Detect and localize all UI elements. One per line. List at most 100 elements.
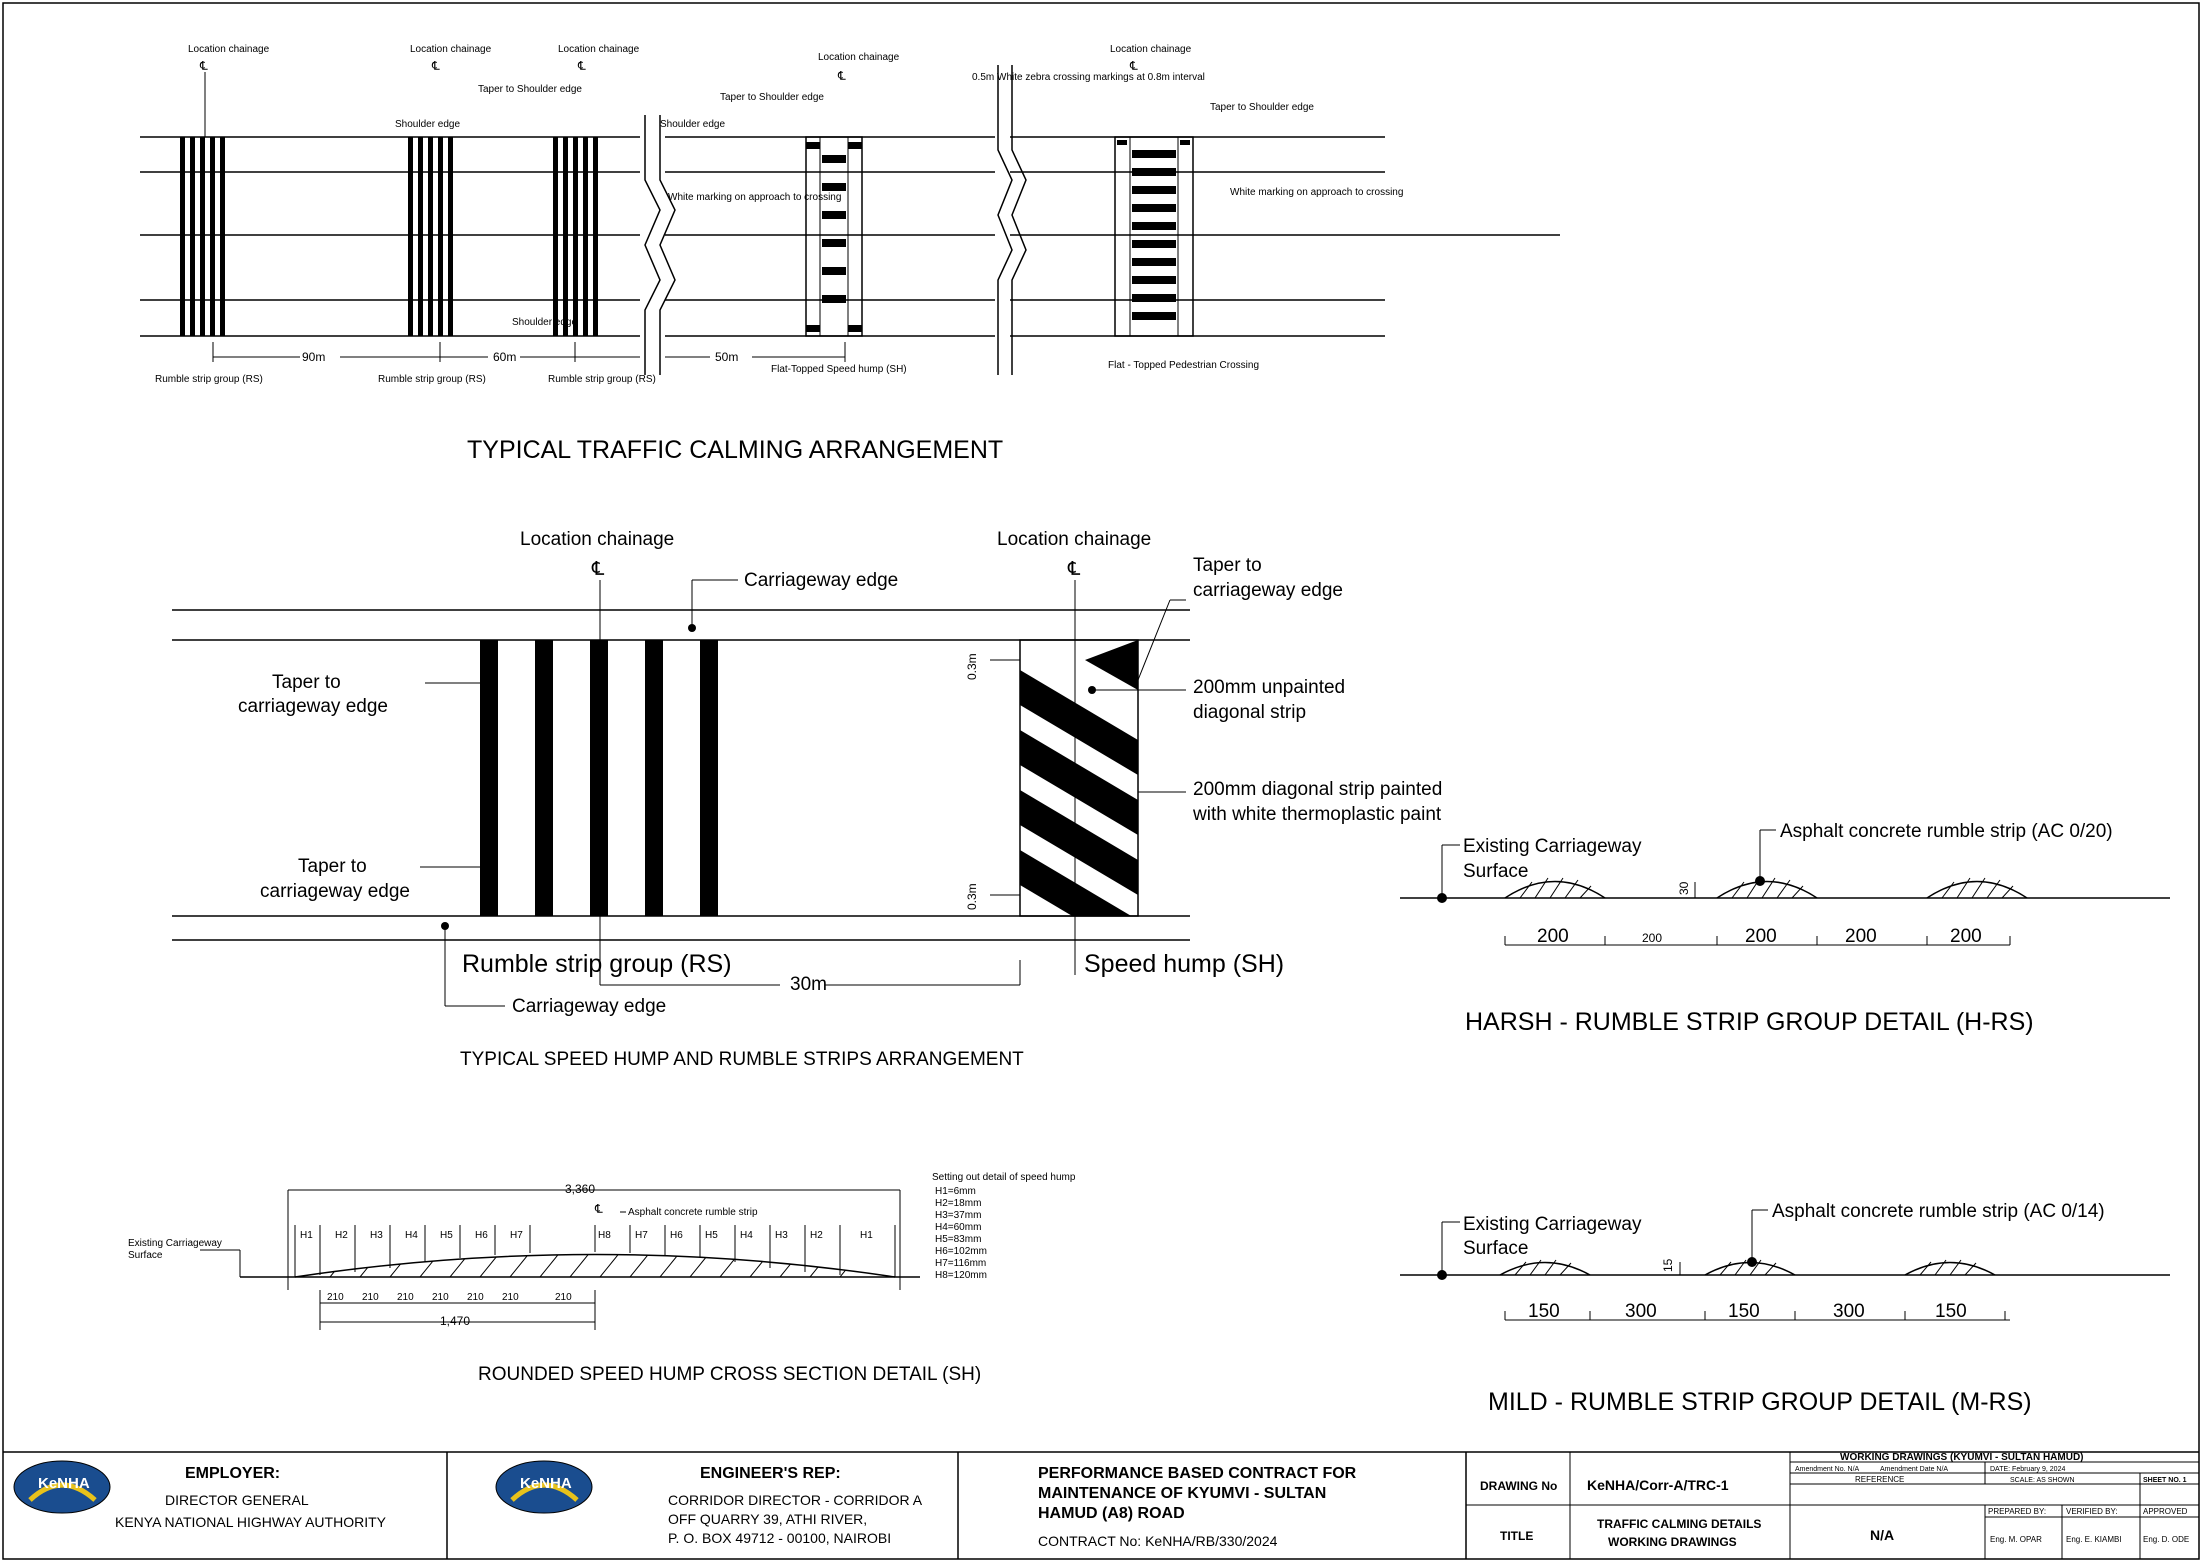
total-width: 3,360 xyxy=(565,1182,595,1196)
half-width: 1,470 xyxy=(440,1314,470,1328)
h6-value: H6=102mm xyxy=(935,1246,987,1257)
rs1-location-label: Location chainage xyxy=(188,44,270,55)
rs3-label: Rumble strip group (RS) xyxy=(548,374,656,385)
hump-existing-line1: Existing Carriageway xyxy=(128,1238,222,1249)
h-right-1: H1 xyxy=(860,1230,873,1241)
harsh-dim-1: 200 xyxy=(1537,926,1569,947)
sp-4: 210 xyxy=(432,1292,449,1303)
title-value-1: TRAFFIC CALMING DETAILS xyxy=(1597,1517,1761,1531)
carriageway-edge-bottom: Carriageway edge xyxy=(512,996,666,1017)
engineer-logo-text: KeNHA xyxy=(520,1475,572,1492)
rs2-location-label: Location chainage xyxy=(410,44,492,55)
harsh-dim-5: 200 xyxy=(1950,926,1982,947)
rs-shoulder-label: Shoulder edge xyxy=(395,119,460,130)
mild-dim-5: 150 xyxy=(1935,1301,1967,1322)
mild-asphalt: Asphalt concrete rumble strip (AC 0/14) xyxy=(1772,1201,2105,1222)
mild-dim-2: 300 xyxy=(1625,1301,1657,1322)
harsh-height: 30 xyxy=(1677,881,1691,895)
contract-title-3: HAMUD (A8) ROAD xyxy=(1038,1505,1185,1522)
traffic-calming-arrangement: 90m 60m 50m Location chainage ℄ Location… xyxy=(140,44,1560,464)
mild-dim-4: 300 xyxy=(1833,1301,1865,1322)
sh-shoulder-label: Shoulder edge xyxy=(660,119,725,130)
mild-rumble-detail: Existing Carriageway Surface Asphalt con… xyxy=(1400,1201,2170,1416)
rs3-location-label: Location chainage xyxy=(558,44,640,55)
h1-value: H1=6mm xyxy=(935,1186,976,1197)
engineer-line-3: P. O. BOX 49712 - 00100, NAIROBI xyxy=(668,1530,891,1546)
sh-taper-line2: carriageway edge xyxy=(1193,580,1343,601)
contract-no: CONTRACT No: KeNHA/RB/330/2024 xyxy=(1038,1533,1278,1549)
hump-existing-line2: Surface xyxy=(128,1250,163,1261)
harsh-dim-4: 200 xyxy=(1845,926,1877,947)
employer-head: EMPLOYER: xyxy=(185,1465,280,1482)
ped-marking-label: White marking on approach to crossing xyxy=(1230,187,1403,198)
speed-hump-rumble-arrangement: 0.3m 0.3m Location chainage ℄ Location c… xyxy=(172,529,1442,1070)
speed-hump-label: Speed hump (SH) xyxy=(1084,950,1284,978)
harsh-asphalt: Asphalt concrete rumble strip (AC 0/20) xyxy=(1780,821,2113,842)
scale-value: SCALE: AS SHOWN xyxy=(2010,1477,2075,1484)
h-right-5: H5 xyxy=(705,1230,718,1241)
date-value: DATE: February 9, 2024 xyxy=(1990,1466,2065,1473)
taper-top-line2: carriageway edge xyxy=(238,696,388,717)
dim-50m: 50m xyxy=(715,350,738,364)
harsh-dim-3: 200 xyxy=(1745,926,1777,947)
approved-name: Eng. D. ODE xyxy=(2143,1535,2189,1544)
h-right-3: H3 xyxy=(775,1230,788,1241)
hump-cl-symbol: ℄ xyxy=(594,1202,603,1216)
amend-date: Amendment Date N/A xyxy=(1880,1466,1948,1473)
prepared-name: Eng. M. OPAR xyxy=(1990,1535,2042,1544)
d1-title: TYPICAL TRAFFIC CALMING ARRANGEMENT xyxy=(467,436,1003,464)
rs1-label: Rumble strip group (RS) xyxy=(155,374,263,385)
dim-90m: 90m xyxy=(302,350,325,364)
ped-label: Flat - Topped Pedestrian Crossing xyxy=(1108,360,1259,371)
contract-title-2: MAINTENANCE OF KYUMVI - SULTAN xyxy=(1038,1485,1326,1502)
drawing-no-value: KeNHA/Corr-A/TRC-1 xyxy=(1587,1477,1729,1493)
sh-location-label-2: Location chainage xyxy=(997,529,1151,550)
verified-name: Eng. E. KIAMBI xyxy=(2066,1535,2122,1544)
h-left-5: H5 xyxy=(440,1230,453,1241)
employer-line-1: DIRECTOR GENERAL xyxy=(165,1492,309,1508)
h-left-2: H2 xyxy=(335,1230,348,1241)
contract-title-1: PERFORMANCE BASED CONTRACT FOR xyxy=(1038,1465,1357,1482)
wd-header: WORKING DRAWINGS (KYUMVI - SULTAN HAMUD) xyxy=(1840,1452,2084,1463)
carriageway-edge-top: Carriageway edge xyxy=(744,570,898,591)
h5-value: H5=83mm xyxy=(935,1234,981,1245)
prepared-label: PREPARED BY: xyxy=(1988,1507,2046,1516)
dim-60m: 60m xyxy=(493,350,516,364)
h7-value: H7=116mm xyxy=(935,1258,986,1269)
h-right-2: H2 xyxy=(810,1230,823,1241)
d3-title: HARSH - RUMBLE STRIP GROUP DETAIL (H-RS) xyxy=(1465,1008,2034,1036)
rs2-cl-symbol: ℄ xyxy=(431,59,440,73)
rs-location-label: Location chainage xyxy=(520,529,674,550)
d4-title: ROUNDED SPEED HUMP CROSS SECTION DETAIL … xyxy=(478,1364,981,1385)
unpainted-line1: 200mm unpainted xyxy=(1193,677,1345,698)
mild-height: 15 xyxy=(1661,1258,1675,1272)
painted-line1: 200mm diagonal strip painted xyxy=(1193,779,1442,800)
h3-value: H3=37mm xyxy=(935,1210,981,1221)
sh-cl-symbol-2: ℄ xyxy=(1067,559,1081,580)
title-value-2: WORKING DRAWINGS xyxy=(1608,1535,1737,1549)
h-left-6: H6 xyxy=(475,1230,488,1241)
d5-title: MILD - RUMBLE STRIP GROUP DETAIL (M-RS) xyxy=(1488,1388,2032,1416)
sh-label: Flat-Topped Speed hump (SH) xyxy=(771,364,907,375)
rs-group-label: Rumble strip group (RS) xyxy=(462,950,732,978)
sp-3: 210 xyxy=(397,1292,414,1303)
rs3-cl-symbol: ℄ xyxy=(577,59,586,73)
setting-out-title: Setting out detail of speed hump xyxy=(932,1172,1076,1183)
ped-location-label: Location chainage xyxy=(1110,44,1192,55)
employer-logo: KeNHA xyxy=(13,1460,111,1514)
rs2-label: Rumble strip group (RS) xyxy=(378,374,486,385)
engineer-logo: KeNHA xyxy=(495,1460,593,1514)
drawing-no-label: DRAWING No xyxy=(1480,1479,1557,1493)
h-left-3: H3 xyxy=(370,1230,383,1241)
mild-existing-line1: Existing Carriageway xyxy=(1463,1214,1642,1235)
sh-taper-label: Taper to Shoulder edge xyxy=(720,92,824,103)
rs-taper-label: Taper to Shoulder edge xyxy=(478,84,582,95)
rs1-cl-symbol: ℄ xyxy=(199,59,208,73)
h-right-7: H7 xyxy=(635,1230,648,1241)
speed-hump-cross-section: 3,360 ℄ Asphalt concrete rumble strip H1… xyxy=(128,1172,1076,1385)
sp-6: 210 xyxy=(502,1292,519,1303)
h-left-8: H8 xyxy=(598,1230,611,1241)
verified-label: VERIFIED BY: xyxy=(2066,1507,2118,1516)
dim-03m-bottom: 0.3m xyxy=(965,883,979,910)
